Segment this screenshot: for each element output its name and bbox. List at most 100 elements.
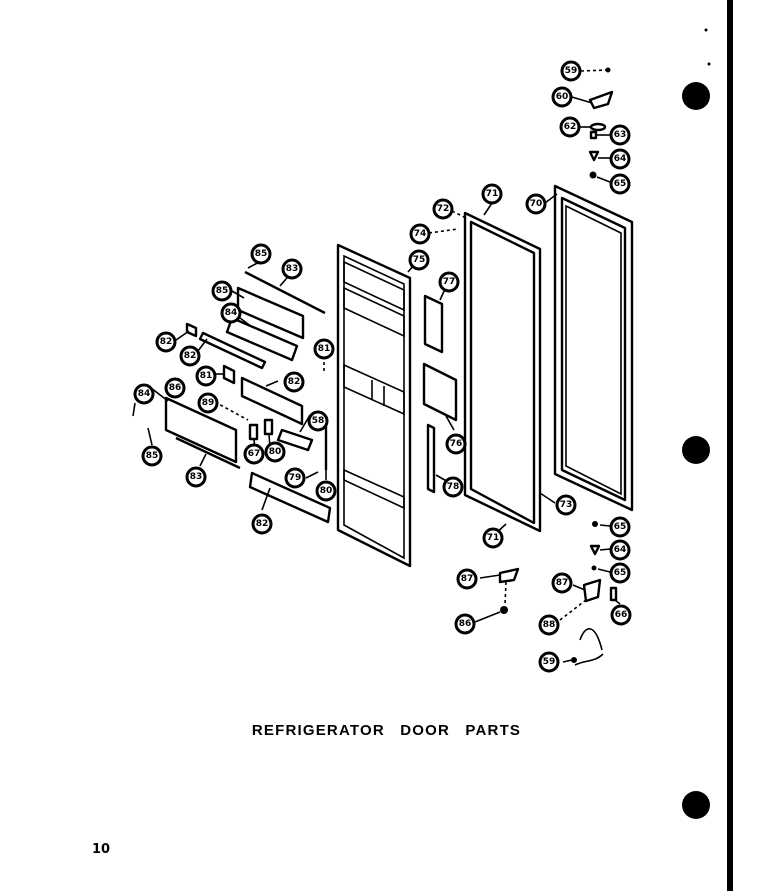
callout-number: 81: [318, 344, 331, 354]
callout-number: 64: [614, 545, 627, 555]
callout: 80: [264, 441, 286, 463]
callout-number: 81: [200, 371, 213, 381]
callout: 71: [482, 527, 504, 549]
callout: 89: [197, 392, 219, 414]
callout: 75: [408, 249, 430, 271]
callout-number: 82: [256, 519, 269, 529]
callout: 82: [179, 345, 201, 367]
callout: 81: [195, 365, 217, 387]
callout: 83: [185, 466, 207, 488]
callout: 86: [164, 377, 186, 399]
callout: 85: [211, 280, 233, 302]
callout: 87: [456, 568, 478, 590]
callout: 84: [220, 302, 242, 324]
callout-number: 64: [614, 154, 627, 164]
callout-number: 82: [288, 377, 301, 387]
callout-number: 86: [169, 383, 182, 393]
callout: 59: [538, 651, 560, 673]
page-number: 10: [92, 842, 111, 857]
callout: 64: [609, 148, 631, 170]
callout-number: 70: [530, 199, 543, 209]
callout: 67: [243, 443, 265, 465]
callout: 76: [445, 433, 467, 455]
speck: [704, 28, 708, 32]
callout-number: 76: [450, 439, 463, 449]
callout: 65: [609, 516, 631, 538]
callout: 78: [442, 476, 464, 498]
callout-number: 80: [269, 447, 282, 457]
binder-hole-top: [682, 82, 710, 110]
callout: 86: [454, 613, 476, 635]
callout-number: 73: [560, 500, 573, 510]
shelf-parts: [164, 270, 332, 524]
callout-number: 63: [614, 130, 627, 140]
diagram-caption: REFRIGERATOR DOOR PARTS: [251, 722, 522, 739]
callout-number: 88: [543, 620, 556, 630]
dispenser-parts: [422, 294, 458, 494]
callout: 83: [281, 258, 303, 280]
callout: 88: [538, 614, 560, 636]
callout-number: 89: [202, 398, 215, 408]
callout-number: 77: [443, 277, 456, 287]
binder-hole-bottom: [682, 791, 710, 819]
callout: 70: [525, 193, 547, 215]
callout-number: 62: [564, 122, 577, 132]
callout-number: 84: [225, 308, 238, 318]
page-edge-bar: [727, 0, 733, 891]
callout: 71: [481, 183, 503, 205]
callout-number: 71: [486, 189, 499, 199]
callout: 58: [307, 410, 329, 432]
callout: 82: [251, 513, 273, 535]
callout: 63: [609, 124, 631, 146]
callout: 62: [559, 116, 581, 138]
callout-number: 85: [255, 249, 268, 259]
callout-number: 83: [190, 472, 203, 482]
callout: 81: [313, 338, 335, 360]
callout-number: 85: [216, 286, 229, 296]
callout: 84: [133, 383, 155, 405]
callout-number: 60: [556, 92, 569, 102]
binder-hole-middle: [682, 436, 710, 464]
door-gasket: [553, 184, 634, 512]
callout-number: 67: [248, 449, 261, 459]
callout: 87: [551, 572, 573, 594]
callout-number: 66: [615, 610, 628, 620]
callout-number: 59: [543, 657, 556, 667]
callout-number: 84: [138, 389, 151, 399]
callout-number: 85: [146, 451, 159, 461]
callout: 77: [438, 271, 460, 293]
callout-number: 79: [289, 473, 302, 483]
callout: 66: [610, 604, 632, 626]
callout: 82: [283, 371, 305, 393]
callout: 59: [560, 60, 582, 82]
callout: 79: [284, 467, 306, 489]
callout-number: 59: [565, 66, 578, 76]
callout: 85: [141, 445, 163, 467]
callout-number: 87: [461, 574, 474, 584]
callout: 80: [315, 480, 337, 502]
callout-number: 82: [184, 351, 197, 361]
callout-number: 72: [437, 204, 450, 214]
callout: 64: [609, 539, 631, 561]
callout: 74: [409, 223, 431, 245]
callout: 65: [609, 173, 631, 195]
callout: 73: [555, 494, 577, 516]
callout-number: 86: [459, 619, 472, 629]
callout-number: 65: [614, 568, 627, 578]
callout-number: 65: [614, 179, 627, 189]
callout-number: 83: [286, 264, 299, 274]
callout-number: 82: [160, 337, 173, 347]
inner-door: [336, 243, 412, 568]
callout-number: 80: [320, 486, 333, 496]
callout: 85: [250, 243, 272, 265]
callout: 72: [432, 198, 454, 220]
speck: [707, 62, 711, 66]
callout-number: 78: [447, 482, 460, 492]
door-liner-panel: [463, 211, 542, 533]
callout-number: 71: [487, 533, 500, 543]
callout-number: 58: [312, 416, 325, 426]
callout-number: 75: [413, 255, 426, 265]
callout-number: 87: [556, 578, 569, 588]
callout: 60: [551, 86, 573, 108]
